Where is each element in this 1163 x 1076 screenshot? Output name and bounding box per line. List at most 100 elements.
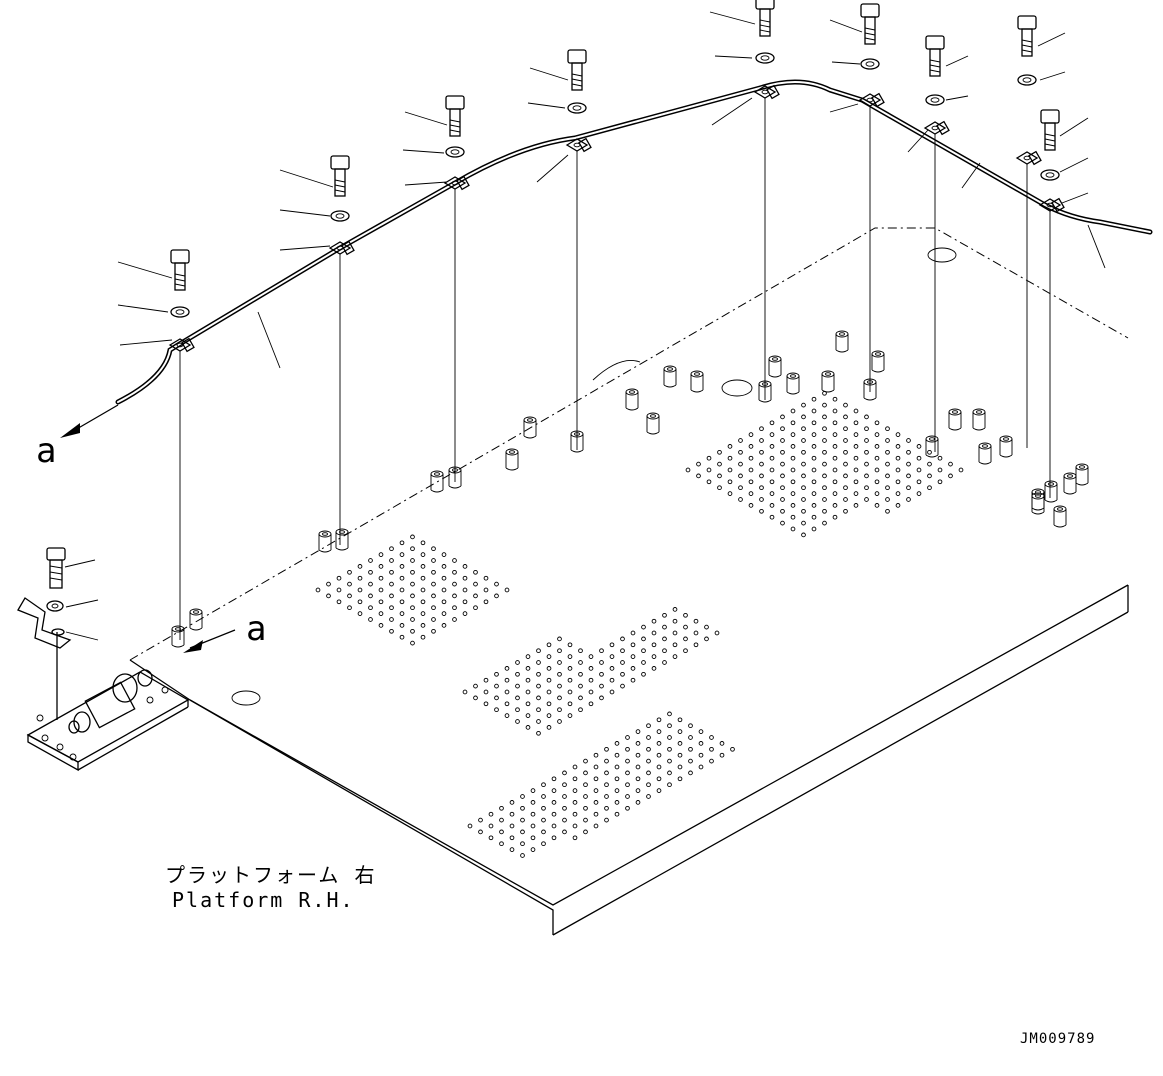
perforation-hole: [536, 707, 541, 713]
perforation-hole: [698, 729, 704, 734]
perforation-hole: [641, 671, 646, 677]
perforation-hole: [588, 701, 594, 707]
washer: [1040, 169, 1060, 181]
perforation-hole: [916, 491, 922, 496]
perforation-hole: [588, 677, 594, 683]
leader-line: [714, 55, 753, 59]
perforation-hole: [822, 449, 827, 455]
perforation-hole: [683, 612, 688, 618]
perforation-hole: [709, 758, 714, 764]
clamp: [443, 176, 467, 190]
perforation-hole: [515, 695, 520, 701]
perforation-hole: [488, 835, 494, 841]
perforation-hole: [567, 701, 573, 707]
perforation-hole: [916, 444, 922, 449]
spacer-boss: [768, 355, 782, 378]
perforation-hole: [499, 829, 504, 835]
perforation-hole: [504, 689, 510, 695]
leader-line: [829, 19, 863, 33]
perforation-hole: [504, 677, 510, 683]
perforation-hole: [656, 752, 662, 758]
perforation-hole: [853, 432, 859, 437]
perforation-hole: [546, 689, 552, 695]
washer: [445, 146, 465, 158]
perforation-hole: [389, 546, 394, 552]
perforation-hole: [431, 546, 436, 552]
perforation-hole: [635, 752, 641, 758]
perforation-hole: [790, 503, 796, 508]
perforation-hole: [780, 414, 785, 420]
perforation-hole: [937, 455, 943, 461]
perforation-hole: [551, 823, 557, 829]
perforation-hole: [420, 540, 426, 546]
perforation-hole: [399, 564, 405, 569]
perforation-hole: [646, 735, 651, 740]
perforation-hole: [646, 770, 651, 776]
perforation-hole: [811, 432, 817, 437]
spacer-boss: [646, 412, 660, 435]
perforation-hole: [801, 426, 806, 432]
perforation-hole: [578, 648, 583, 654]
perforation-hole: [557, 671, 562, 677]
perforation-hole: [704, 636, 709, 642]
perforation-hole: [525, 677, 531, 683]
spacer-boss: [663, 365, 677, 388]
perforation-hole: [567, 677, 573, 683]
perforation-hole: [357, 575, 363, 581]
perforation-hole: [759, 508, 764, 514]
perforation-hole: [557, 719, 562, 724]
spacer-boss: [948, 408, 962, 431]
perforation-hole: [832, 444, 838, 449]
perforation-hole: [895, 491, 901, 496]
perforation-hole: [378, 611, 384, 616]
clamp-stack: [168, 249, 195, 640]
perforation-hole: [667, 735, 672, 740]
perforation-hole: [473, 581, 478, 587]
perforation-hole: [698, 741, 704, 746]
perforation-hole: [583, 805, 588, 811]
spacer-boss: [1031, 492, 1045, 515]
perforation-hole: [704, 624, 709, 630]
perforation-hole: [843, 473, 848, 479]
bolt-head: [567, 49, 587, 64]
perforation-hole: [738, 449, 743, 455]
perforation-hole: [790, 432, 796, 437]
washer: [170, 306, 190, 318]
perforation-hole: [874, 479, 880, 485]
perforation-hole: [536, 648, 541, 654]
perforation-hole: [473, 569, 478, 575]
perforation-hole: [473, 593, 478, 599]
perforation-hole: [467, 823, 473, 829]
perforation-hole: [811, 396, 817, 402]
perforation-hole: [614, 788, 620, 793]
perforation-hole: [473, 695, 478, 701]
perforation-hole: [727, 491, 733, 496]
perforation-hole: [494, 683, 499, 689]
perforation-hole: [399, 599, 405, 605]
perforation-hole: [593, 800, 599, 805]
perforation-hole: [748, 479, 754, 485]
perforation-hole: [520, 817, 525, 823]
perforation-hole: [504, 713, 510, 718]
bolt-shank: [334, 168, 346, 197]
perforation-hole: [551, 811, 557, 817]
perforation-hole: [895, 455, 901, 461]
perforation-hole: [759, 449, 764, 455]
perforation-hole: [667, 711, 672, 717]
caption-japanese: プラットフォーム 右: [165, 863, 376, 887]
perforation-hole: [748, 503, 754, 508]
perforation-hole: [378, 587, 384, 593]
perforation-hole: [536, 719, 541, 724]
perforation-hole: [790, 420, 796, 426]
perforation-hole: [696, 473, 701, 479]
perforation-hole: [399, 634, 405, 640]
perforation-hole: [588, 689, 594, 695]
perforation-hole: [916, 467, 922, 473]
perforation-hole: [410, 605, 415, 611]
perforation-hole: [672, 607, 678, 612]
leader-line: [117, 261, 173, 279]
perforation-hole: [420, 634, 426, 640]
leader-line: [945, 95, 969, 101]
perforation-hole: [853, 503, 859, 508]
perforation-hole: [717, 473, 722, 479]
